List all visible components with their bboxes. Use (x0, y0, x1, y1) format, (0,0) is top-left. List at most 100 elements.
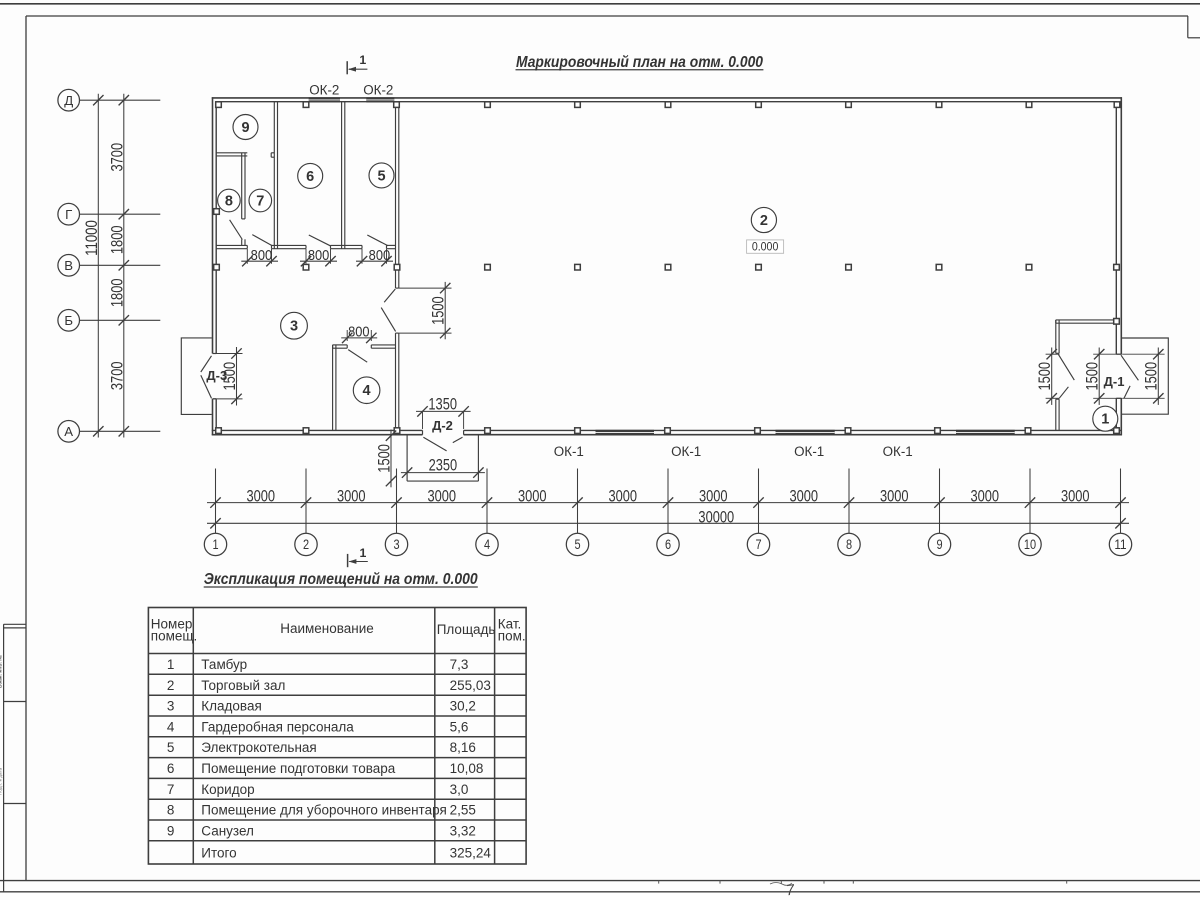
svg-text:3000: 3000 (518, 487, 547, 505)
svg-text:3000: 3000 (699, 487, 728, 505)
svg-text:3700: 3700 (108, 362, 126, 391)
svg-text:помещ.: помещ. (151, 629, 197, 644)
svg-text:ОК-2: ОК-2 (309, 82, 339, 97)
svg-text:3000: 3000 (608, 487, 637, 505)
svg-text:2: 2 (760, 213, 768, 229)
svg-text:7,3: 7,3 (450, 657, 469, 672)
svg-text:3000: 3000 (789, 487, 818, 505)
svg-text:3: 3 (393, 537, 399, 553)
svg-text:10,08: 10,08 (450, 761, 484, 776)
svg-text:Маркировочный план на отм. 0.0: Маркировочный план на отм. 0.000 (516, 54, 763, 71)
svg-text:7: 7 (755, 537, 761, 553)
svg-text:1500: 1500 (1084, 362, 1102, 391)
svg-text:Номер: Номер (151, 617, 193, 632)
svg-text:1350: 1350 (428, 395, 457, 413)
svg-text:30000: 30000 (698, 508, 734, 526)
svg-text:Экспликация помещений на отм.: Экспликация помещений на отм. 0.000 (204, 571, 478, 588)
svg-text:1800: 1800 (108, 226, 126, 255)
svg-text:3000: 3000 (1061, 487, 1090, 505)
svg-text:325,24: 325,24 (450, 845, 492, 860)
svg-text:1500: 1500 (1036, 362, 1054, 391)
svg-text:Взам. инв. №: Взам. инв. № (0, 655, 4, 688)
svg-text:Д-3: Д-3 (206, 368, 227, 383)
svg-text:1500: 1500 (430, 296, 448, 325)
svg-text:Кат.: Кат. (498, 617, 522, 632)
svg-text:3700: 3700 (108, 143, 126, 172)
svg-text:255,03: 255,03 (450, 678, 491, 693)
svg-text:4: 4 (167, 719, 175, 734)
svg-text:1500: 1500 (375, 444, 393, 473)
svg-text:1: 1 (212, 537, 218, 553)
svg-text:3: 3 (167, 699, 175, 714)
svg-text:7: 7 (785, 881, 796, 899)
svg-text:5: 5 (377, 168, 385, 184)
svg-text:10: 10 (1024, 537, 1036, 553)
svg-text:7: 7 (167, 782, 175, 797)
svg-text:Электрокотельная: Электрокотельная (201, 740, 316, 755)
svg-text:4: 4 (484, 537, 490, 553)
svg-text:Наименование: Наименование (280, 621, 374, 636)
svg-text:7: 7 (256, 194, 264, 210)
svg-text:800: 800 (251, 247, 272, 264)
svg-text:Кладовая: Кладовая (201, 699, 261, 714)
svg-text:Тамбур: Тамбур (201, 657, 247, 672)
svg-text:5: 5 (167, 740, 175, 755)
svg-text:ОК-1: ОК-1 (554, 444, 584, 459)
svg-text:Санузел: Санузел (201, 823, 254, 838)
svg-text:2350: 2350 (429, 457, 458, 475)
svg-text:А: А (64, 424, 73, 439)
svg-text:8,16: 8,16 (450, 740, 476, 755)
svg-text:ОК-2: ОК-2 (363, 82, 393, 97)
svg-text:2: 2 (303, 537, 309, 553)
svg-text:Д-1: Д-1 (1104, 374, 1125, 389)
svg-text:1500: 1500 (221, 362, 239, 391)
svg-text:8: 8 (167, 803, 175, 818)
svg-text:2,55: 2,55 (450, 803, 476, 818)
svg-text:800: 800 (348, 324, 369, 341)
svg-text:8: 8 (846, 537, 852, 553)
svg-text:6: 6 (167, 761, 175, 776)
svg-text:Площадь: Площадь (437, 622, 496, 637)
svg-text:30,2: 30,2 (450, 699, 476, 714)
svg-text:6: 6 (306, 169, 314, 185)
svg-text:Итого: Итого (201, 845, 236, 860)
svg-text:11000: 11000 (83, 220, 101, 256)
svg-text:3,32: 3,32 (450, 823, 476, 838)
svg-text:Гардеробная персонала: Гардеробная персонала (201, 719, 354, 734)
svg-text:11: 11 (1114, 537, 1126, 553)
svg-text:9: 9 (167, 823, 175, 838)
svg-text:3000: 3000 (970, 487, 999, 505)
svg-text:8: 8 (225, 194, 233, 210)
svg-text:Д: Д (64, 93, 73, 108)
svg-text:2: 2 (167, 678, 175, 693)
svg-text:5,6: 5,6 (450, 719, 469, 734)
svg-text:1800: 1800 (108, 279, 126, 308)
svg-text:6: 6 (665, 537, 671, 553)
svg-text:Подп. и дата: Подп. и дата (0, 767, 3, 795)
svg-text:Торговый зал: Торговый зал (201, 678, 285, 693)
svg-text:3,0: 3,0 (450, 782, 469, 797)
svg-text:Помещение для уборочного инвен: Помещение для уборочного инвентаря (201, 803, 446, 818)
svg-text:1: 1 (167, 657, 175, 672)
svg-text:3000: 3000 (427, 487, 456, 505)
svg-text:3000: 3000 (246, 487, 275, 505)
svg-text:ОК-1: ОК-1 (794, 444, 824, 459)
svg-text:800: 800 (369, 247, 390, 264)
svg-text:Коридор: Коридор (201, 782, 254, 797)
svg-text:Г: Г (65, 207, 72, 222)
svg-text:3: 3 (290, 319, 298, 335)
svg-text:1: 1 (1101, 412, 1109, 428)
svg-text:пом.: пом. (498, 629, 526, 644)
svg-text:1: 1 (359, 53, 366, 67)
svg-text:9: 9 (241, 120, 249, 136)
svg-text:ОК-1: ОК-1 (671, 444, 701, 459)
svg-text:Д-2: Д-2 (432, 418, 453, 433)
svg-text:5: 5 (574, 537, 580, 553)
svg-text:1500: 1500 (1143, 362, 1161, 391)
svg-text:Б: Б (64, 313, 73, 328)
svg-text:3000: 3000 (337, 487, 366, 505)
svg-text:В: В (64, 258, 73, 273)
svg-text:0.000: 0.000 (752, 240, 779, 254)
svg-text:3000: 3000 (880, 487, 909, 505)
svg-text:9: 9 (936, 537, 942, 553)
